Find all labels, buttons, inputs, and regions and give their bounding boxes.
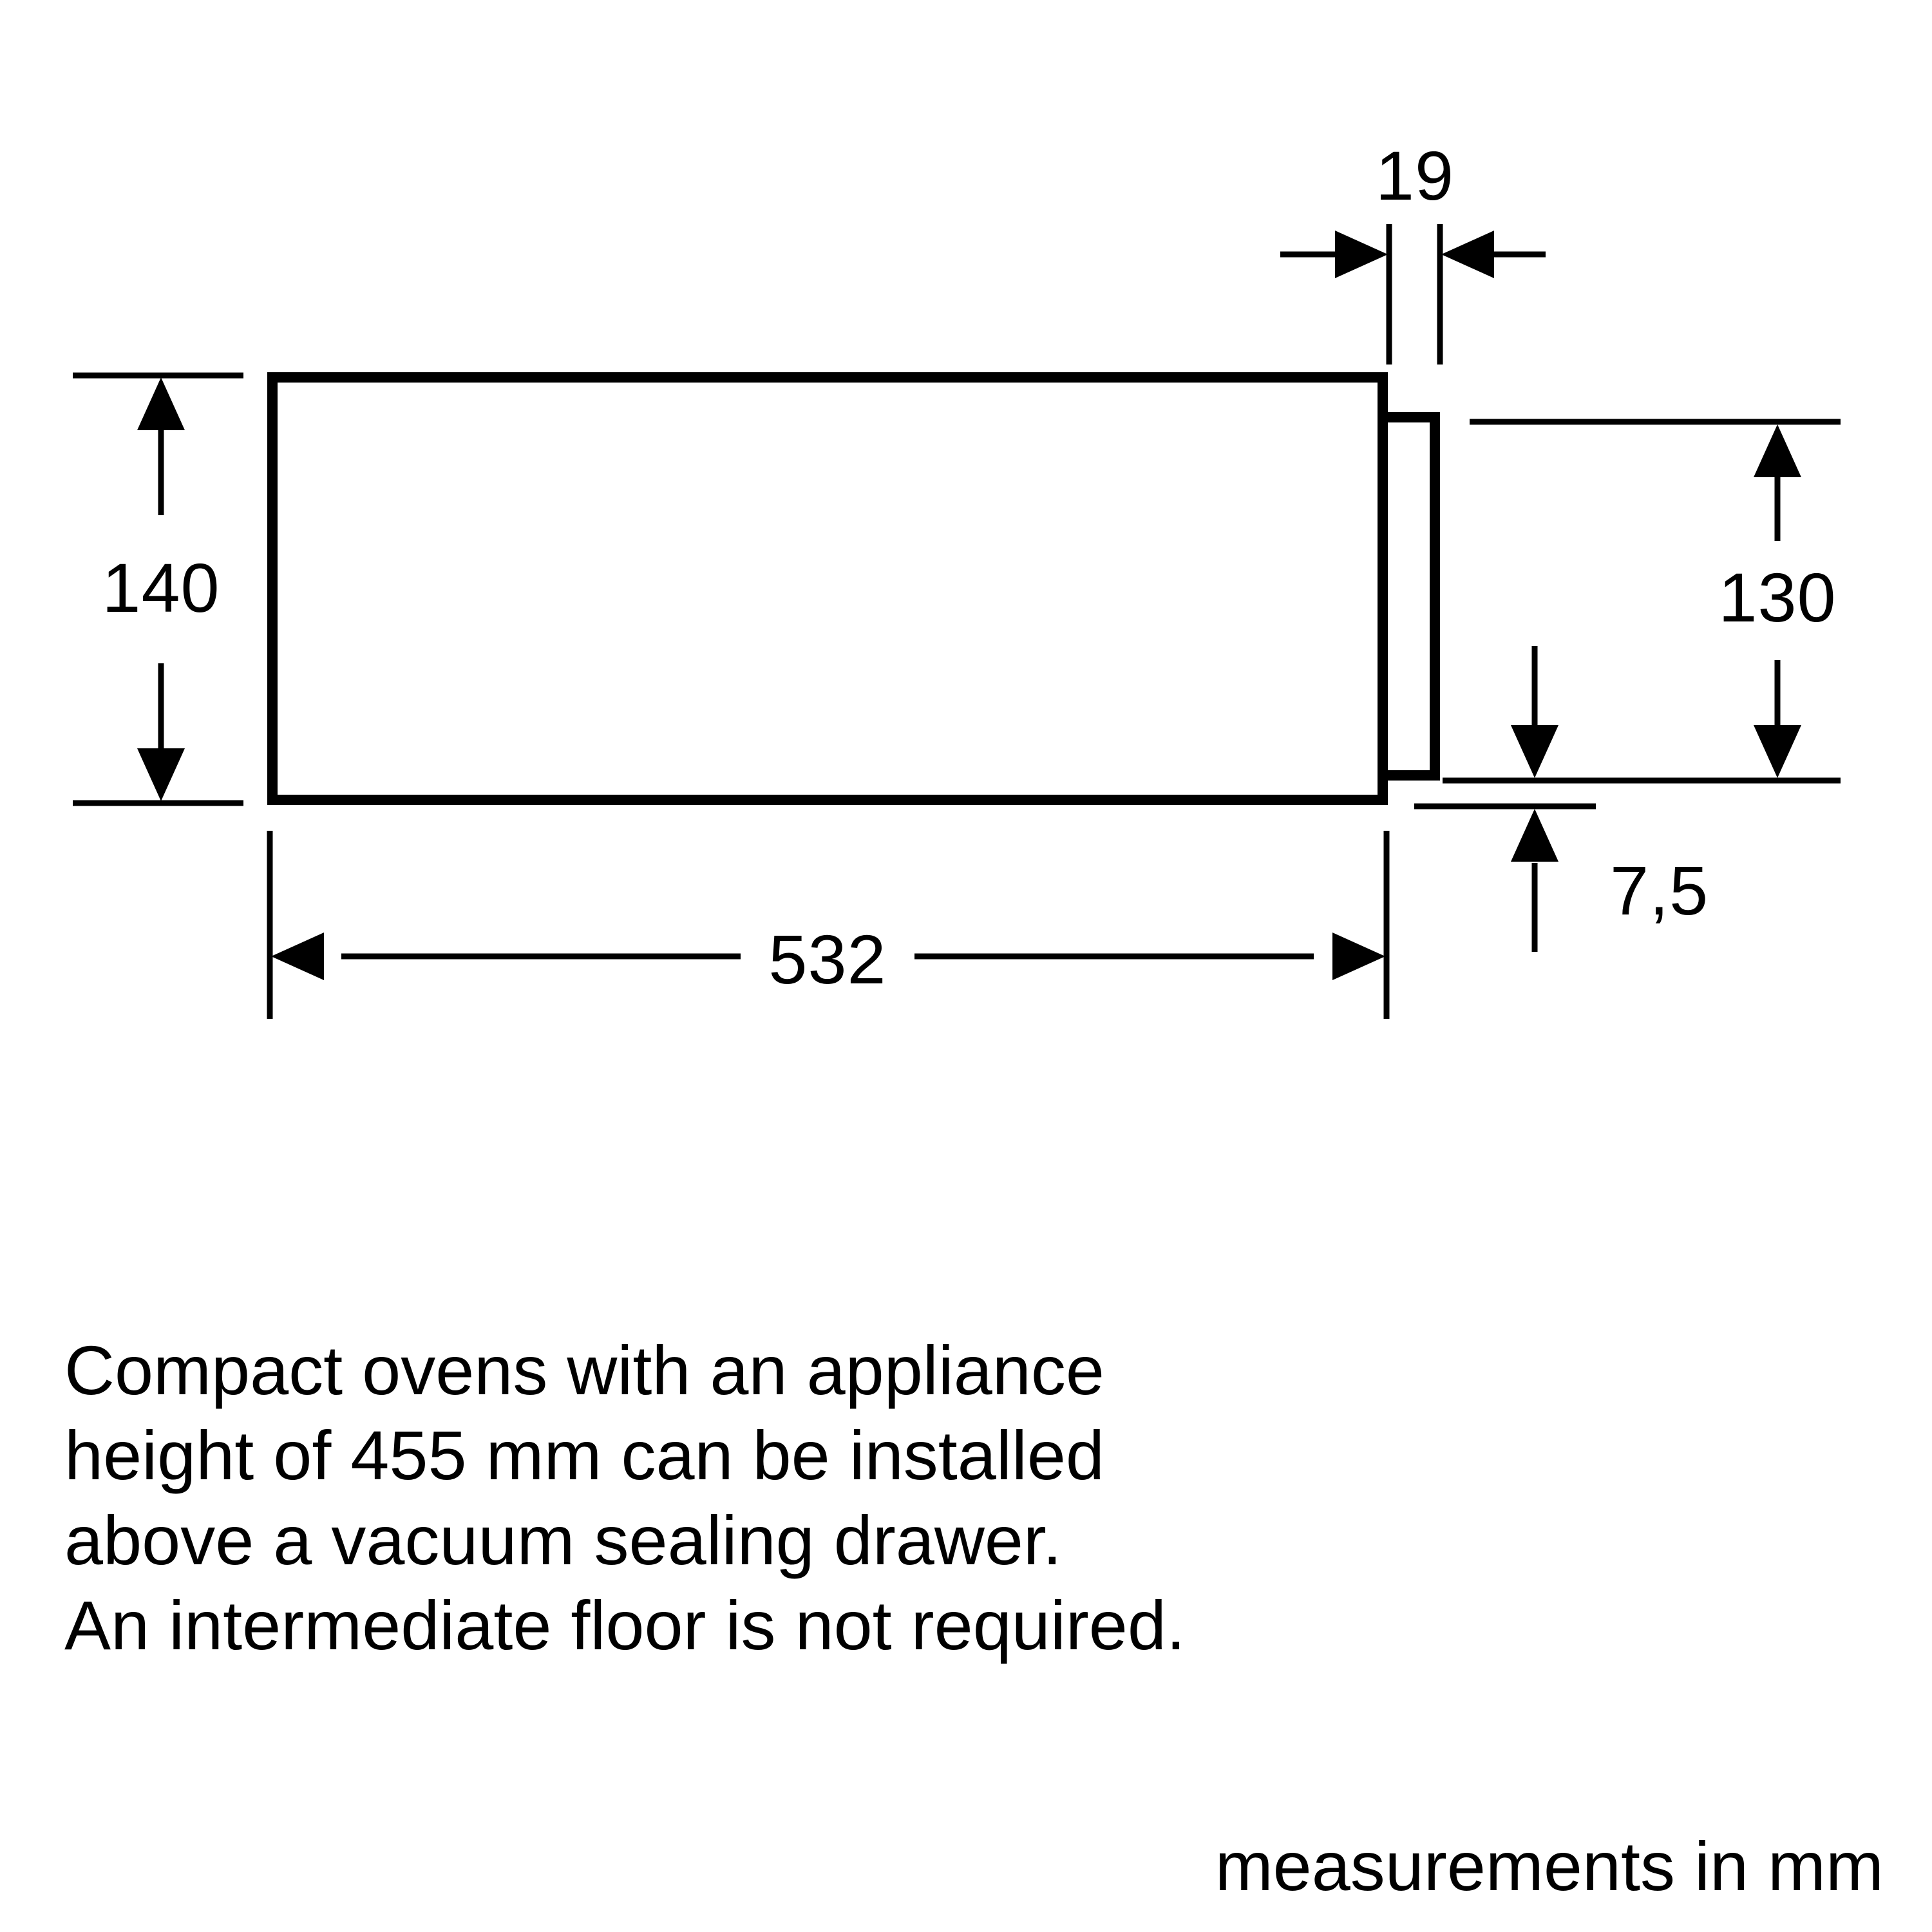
arrow-head-130-up — [1754, 424, 1801, 477]
dimension-130-group: 130 — [1443, 419, 1841, 784]
dimension-label-140: 140 — [102, 549, 220, 627]
note-line-3: above a vacuum sealing drawer. — [64, 1501, 1062, 1579]
arrow-head-532-left — [271, 933, 324, 980]
appliance-body-outline — [267, 372, 1388, 805]
dimension-label-130: 130 — [1718, 558, 1836, 636]
units-note: measurements in mm — [1215, 1827, 1884, 1905]
appliance-outline-group — [267, 372, 1440, 805]
arrow-head-19-right — [1441, 231, 1494, 278]
dimension-140-group: 140 — [73, 372, 243, 806]
arrow-head-130-down — [1754, 725, 1801, 778]
note-line-1: Compact ovens with an appliance — [64, 1331, 1104, 1409]
arrow-head-75-up — [1511, 809, 1558, 862]
arrow-head-532-right — [1332, 933, 1385, 980]
installation-note-block: Compact ovens with an appliance height o… — [64, 1331, 1186, 1664]
note-line-2: height of 455 mm can be installed — [64, 1416, 1104, 1494]
arrow-head-140-down — [137, 748, 185, 801]
note-line-4: An intermediate floor is not required. — [64, 1586, 1186, 1664]
arrow-head-19-left — [1335, 231, 1388, 278]
dimension-label-19: 19 — [1376, 137, 1454, 214]
dimension-532-group: 532 — [267, 831, 1390, 1019]
front-panel-profile-outline — [1378, 412, 1440, 781]
dimension-75-group: 7,5 — [1414, 646, 1709, 952]
dimension-label-75: 7,5 — [1610, 851, 1709, 929]
dimension-19-group: 19 — [1280, 137, 1546, 365]
arrow-head-140-up — [137, 377, 185, 430]
arrow-head-75-down — [1511, 725, 1558, 778]
dimension-label-532: 532 — [768, 920, 886, 998]
